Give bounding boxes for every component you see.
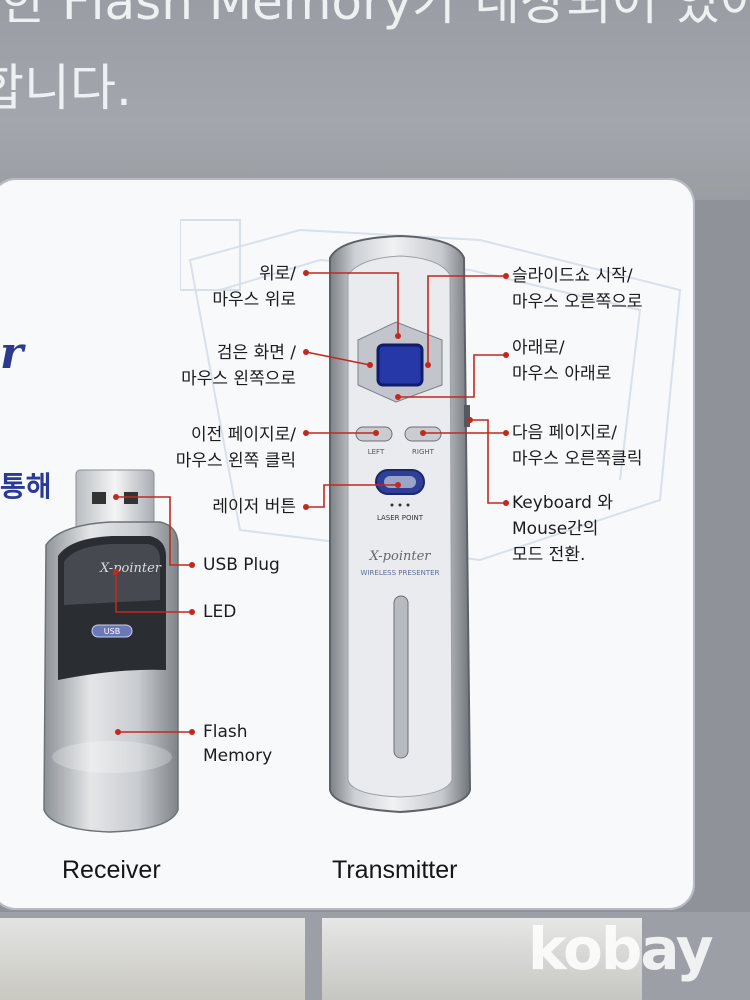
side-logo-fragment: r <box>0 328 24 379</box>
transmitter-brand: X-pointer <box>369 549 432 564</box>
label-slideshow-1: 슬라이드쇼 시작/ <box>512 266 633 286</box>
footer-image-right <box>322 918 642 1000</box>
label-next-1: 다음 페이지로/ <box>512 423 617 443</box>
label-next-2: 마우스 오른쪽클릭 <box>512 449 643 469</box>
label-up-1: 위로/ <box>258 264 296 284</box>
watermark: kobay <box>528 915 714 983</box>
center-button[interactable] <box>376 343 424 387</box>
header-background: 한 Flash Memory가 내장되어 있어 합니다. <box>0 0 750 200</box>
label-laser: 레이저 버튼 <box>212 497 296 517</box>
label-led: LED <box>203 602 237 622</box>
transmitter-caption: Transmitter <box>332 856 458 884</box>
label-flash: Flash <box>203 722 248 742</box>
label-memory: Memory <box>203 746 273 766</box>
label-prev-1: 이전 페이지로/ <box>191 425 296 445</box>
footer-image-left <box>0 918 305 1000</box>
label-black-2: 마우스 왼쪽으로 <box>181 369 296 389</box>
background-sketch <box>180 219 682 562</box>
left-button-label: LEFT <box>368 448 385 456</box>
label-mode-3: 모드 전환. <box>512 545 586 565</box>
header-text-line1: 한 Flash Memory가 내장되어 있어 <box>0 0 750 31</box>
receiver-caption: Receiver <box>62 856 161 884</box>
label-mode-1: Keyboard 와 <box>512 493 613 513</box>
label-up-2: 마우스 위로 <box>212 290 296 310</box>
label-slideshow-2: 마우스 오른쪽으로 <box>512 292 643 312</box>
usb-plug <box>75 469 155 531</box>
label-mode-2: Mouse간의 <box>512 519 599 539</box>
label-prev-2: 마우스 왼쪽 클릭 <box>175 451 296 471</box>
receiver-brand: X-pointer <box>99 561 162 576</box>
label-black-1: 검은 화면 / <box>216 343 296 363</box>
header-text-line2: 합니다. <box>0 59 132 117</box>
label-down-2: 마우스 아래로 <box>512 364 612 384</box>
side-heading-fragment: 통해 <box>0 470 52 503</box>
label-usb-plug: USB Plug <box>203 555 280 575</box>
label-down-1: 아래로/ <box>512 338 565 358</box>
transmitter-subbrand: WIRELESS PRESENTER <box>361 569 440 577</box>
laser-point-label: LASER POINT <box>377 514 424 522</box>
right-button-label: RIGHT <box>412 448 435 456</box>
usb-badge-label: USB <box>104 627 120 636</box>
